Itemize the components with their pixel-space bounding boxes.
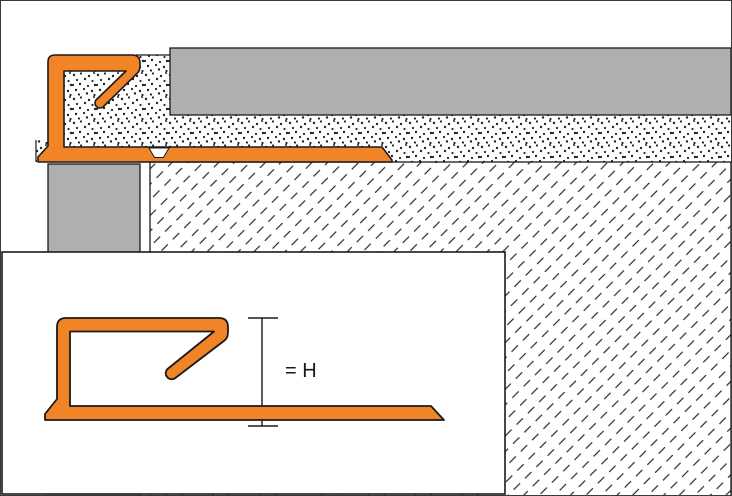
inset-panel [1,251,506,495]
height-dimension-label: = H [285,360,317,382]
anchoring-leg-notch [148,147,170,158]
profile-detail-drawing [44,317,445,421]
mortar-bed-section [64,55,731,162]
inset-detail-view: = H [1,251,506,495]
tile-slab-section [169,47,732,116]
profile-cross-section [37,54,393,163]
